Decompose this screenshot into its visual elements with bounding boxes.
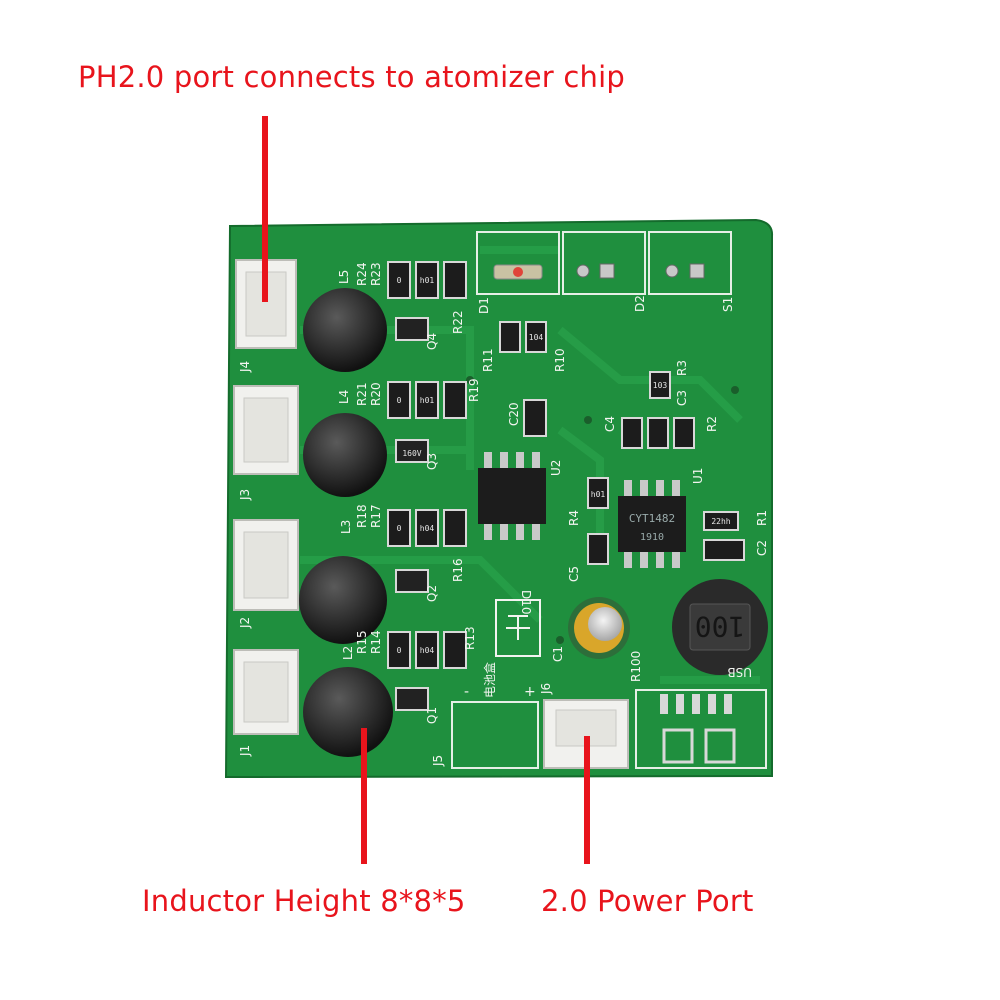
- label-r21: R21: [355, 382, 369, 406]
- label-r2: R2: [705, 416, 719, 432]
- pointer-line-power: [584, 736, 590, 864]
- resistor-cluster: [387, 261, 745, 669]
- code-r-5: 0: [397, 524, 402, 533]
- label-j4: J4: [238, 361, 252, 373]
- label-r17: R17: [369, 504, 383, 528]
- inductor-l4: [303, 413, 387, 497]
- top-zones: [476, 231, 732, 295]
- pointer-line-top: [262, 116, 268, 302]
- label-j6: J6: [539, 683, 553, 695]
- label-d2: D2: [633, 295, 647, 312]
- label-r15: R15: [355, 630, 369, 654]
- label-q3: Q3: [425, 453, 439, 470]
- mosfets: [395, 317, 429, 711]
- connector-j3: [233, 385, 299, 475]
- label-q4: Q4: [425, 333, 439, 350]
- ic-u1: CYT1482 1910: [618, 480, 686, 568]
- label-c4: C4: [603, 416, 617, 432]
- label-j3: J3: [238, 489, 252, 501]
- label-r23: R23: [369, 262, 383, 286]
- ic-u1-code: 1910: [640, 532, 664, 543]
- label-plus: +: [524, 684, 536, 700]
- usb-pads: [635, 689, 767, 769]
- code-r-1: 0: [397, 276, 402, 285]
- led-d1-lens: [513, 267, 523, 277]
- power-inductor: 100: [672, 579, 768, 675]
- label-d1: D1: [477, 297, 491, 314]
- battery-area-j5: [451, 701, 539, 769]
- label-j2: J2: [238, 617, 252, 629]
- label-c2: C2: [755, 540, 769, 556]
- code-r-12: 104: [529, 333, 544, 342]
- inductor-l5: [303, 288, 387, 372]
- label-l5: L5: [337, 270, 351, 284]
- code-r-4: h01: [420, 396, 435, 405]
- label-r3: R3: [675, 360, 689, 376]
- label-l3: L3: [339, 520, 353, 534]
- label-c3: C3: [675, 390, 689, 406]
- code-r-11: 103: [653, 381, 668, 390]
- label-u1: U1: [691, 468, 705, 484]
- capacitor-c1: [568, 597, 630, 659]
- connector-j2: [233, 519, 299, 611]
- caption-power-port: 2.0 Power Port: [541, 884, 754, 918]
- code-mosfet: 160V: [402, 449, 421, 458]
- label-l4: L4: [337, 390, 351, 404]
- code-r-6: h04: [420, 524, 435, 533]
- label-u2: U2: [549, 460, 563, 476]
- label-usb: USB: [727, 665, 752, 679]
- label-r11: R11: [481, 348, 495, 372]
- label-j1: J1: [238, 745, 252, 757]
- connector-j1: [233, 649, 299, 735]
- label-r20: R20: [369, 382, 383, 406]
- code-r-3: 0: [397, 396, 402, 405]
- label-r18: R18: [355, 504, 369, 528]
- pointer-line-inductor: [361, 728, 367, 864]
- code-r-2: h01: [420, 276, 435, 285]
- ic-u2: [478, 452, 546, 540]
- label-r24: R24: [355, 262, 369, 286]
- diode-d10: [495, 599, 541, 657]
- code-r-10: 22hh: [711, 517, 730, 526]
- caption-ph20-port: PH2.0 port connects to atomizer chip: [78, 60, 625, 94]
- label-s1: S1: [721, 297, 735, 312]
- label-c5: C5: [567, 566, 581, 582]
- label-minus: -: [464, 684, 469, 700]
- label-battery: 电池盒: [482, 662, 497, 698]
- label-q2: Q2: [425, 585, 439, 602]
- inductor-l3: [299, 556, 387, 644]
- inductor-l2: [303, 667, 393, 757]
- code-r-9: h01: [591, 490, 606, 499]
- label-r14: R14: [369, 630, 383, 654]
- label-d10: D10: [519, 590, 533, 615]
- label-r4: R4: [567, 510, 581, 526]
- power-inductor-marking: 100: [695, 610, 746, 643]
- top-pads: [576, 263, 705, 279]
- label-r100: R100: [629, 651, 643, 682]
- label-j5: J5: [431, 755, 445, 767]
- label-r22: R22: [451, 310, 465, 334]
- caption-inductor-height: Inductor Height 8*8*5: [142, 884, 466, 918]
- label-r19: R19: [467, 378, 481, 402]
- label-c20: C20: [507, 402, 521, 426]
- code-r-7: 0: [397, 646, 402, 655]
- label-c1: C1: [551, 646, 565, 662]
- label-r13: R13: [463, 626, 477, 650]
- label-l2: L2: [341, 646, 355, 660]
- ic-u1-marking: CYT1482: [629, 512, 675, 525]
- code-r-8: h04: [420, 646, 435, 655]
- label-r1: R1: [755, 510, 769, 526]
- label-r10: R10: [553, 348, 567, 372]
- label-q1: Q1: [425, 707, 439, 724]
- label-r16: R16: [451, 558, 465, 582]
